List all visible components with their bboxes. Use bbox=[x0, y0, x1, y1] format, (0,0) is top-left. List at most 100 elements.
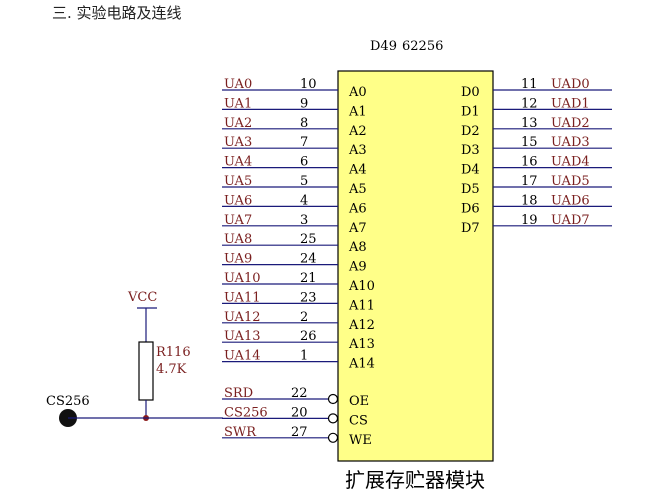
data-pin-number: 19 bbox=[521, 213, 538, 228]
active-low-bubble bbox=[327, 413, 339, 424]
address-pin-row: UA4 6A4 bbox=[222, 155, 367, 178]
address-pin-name: A9 bbox=[348, 260, 367, 275]
data-net-label: UAD1 bbox=[551, 96, 590, 111]
chip-caption: 扩展存贮器模块 bbox=[345, 468, 485, 492]
pullup-resistor-group: VCC R116 4.7K CS256 bbox=[46, 290, 223, 427]
active-low-bubble bbox=[327, 393, 339, 405]
address-net-label: UA12 bbox=[224, 310, 261, 325]
data-net-label: UAD6 bbox=[551, 193, 590, 208]
control-pin-number: 27 bbox=[291, 425, 308, 440]
address-net-label: UA4 bbox=[224, 155, 252, 170]
data-pin-name: D6 bbox=[461, 201, 480, 216]
address-pin-number: 1 bbox=[300, 349, 308, 364]
resistor-value: 4.7K bbox=[156, 362, 187, 377]
address-pin-number: 3 bbox=[300, 213, 308, 228]
data-pin-row: D2 13 UAD2 bbox=[461, 116, 612, 139]
address-pin-name: A4 bbox=[348, 163, 367, 178]
address-pin-name: A6 bbox=[348, 201, 367, 216]
control-pin-name: OE bbox=[349, 394, 369, 409]
address-pin-name: A12 bbox=[348, 318, 375, 333]
data-pin-name: D2 bbox=[461, 124, 480, 139]
data-pin-name: D0 bbox=[461, 85, 480, 100]
address-net-label: UA11 bbox=[224, 290, 261, 305]
data-net-label: UAD4 bbox=[551, 155, 590, 170]
address-pin-name: A0 bbox=[348, 85, 367, 100]
address-pin-name: A13 bbox=[348, 337, 375, 352]
data-pin-name: D4 bbox=[461, 163, 480, 178]
address-pin-name: A11 bbox=[348, 298, 375, 313]
address-pin-number: 24 bbox=[300, 252, 317, 267]
address-pin-number: 21 bbox=[300, 271, 317, 286]
control-pin-name: WE bbox=[349, 433, 372, 448]
address-pin-name: A8 bbox=[348, 240, 367, 255]
data-net-label: UAD2 bbox=[551, 116, 590, 131]
chip-part-number: 62256 bbox=[402, 39, 443, 54]
address-net-label: UA2 bbox=[224, 116, 252, 131]
data-pin-number: 17 bbox=[521, 174, 538, 189]
address-net-label: UA1 bbox=[224, 96, 252, 111]
resistor-body bbox=[138, 341, 154, 401]
address-pin-name: A7 bbox=[348, 221, 367, 236]
address-pin-name: A3 bbox=[348, 143, 367, 158]
address-pin-name: A5 bbox=[348, 182, 367, 197]
address-pin-number: 5 bbox=[300, 174, 308, 189]
address-pin-number: 10 bbox=[300, 77, 317, 92]
address-pin-row: UA6 4A6 bbox=[222, 193, 367, 216]
address-net-label: UA10 bbox=[224, 271, 261, 286]
data-pin-name: D7 bbox=[461, 221, 480, 236]
address-net-label: UA14 bbox=[224, 349, 261, 364]
data-pin-row: D6 18 UAD6 bbox=[461, 193, 612, 216]
control-net-label: SRD bbox=[224, 386, 253, 401]
vcc-label: VCC bbox=[127, 290, 157, 305]
control-pin-number: 20 bbox=[291, 405, 308, 420]
address-net-label: UA8 bbox=[224, 232, 252, 247]
data-net-label: UAD7 bbox=[551, 213, 590, 228]
address-pin-name: A10 bbox=[348, 279, 375, 294]
chip-body bbox=[337, 70, 494, 462]
data-pin-number: 13 bbox=[521, 116, 538, 131]
address-net-label: UA13 bbox=[224, 329, 261, 344]
address-net-label: UA6 bbox=[224, 193, 252, 208]
address-pin-number: 23 bbox=[300, 290, 317, 305]
address-pin-number: 6 bbox=[300, 155, 308, 170]
data-pin-number: 15 bbox=[521, 135, 538, 150]
section-heading: 三. 实验电路及连线 bbox=[52, 4, 182, 22]
data-pin-number: 18 bbox=[521, 193, 538, 208]
data-pin-row: D4 16 UAD4 bbox=[461, 155, 612, 178]
address-pin-number: 7 bbox=[300, 135, 308, 150]
address-pin-name: A14 bbox=[348, 357, 375, 372]
address-pin-name: A2 bbox=[348, 124, 367, 139]
address-pin-number: 26 bbox=[300, 329, 317, 344]
resistor-designator: R116 bbox=[156, 345, 191, 360]
data-pin-number: 12 bbox=[521, 96, 538, 111]
address-pin-number: 4 bbox=[300, 193, 308, 208]
chip-designator: D49 bbox=[370, 39, 397, 54]
address-pin-name: A1 bbox=[348, 104, 367, 119]
address-net-label: UA0 bbox=[224, 77, 252, 92]
cs256-input-label: CS256 bbox=[46, 394, 90, 409]
control-net-label: SWR bbox=[224, 425, 257, 440]
data-pin-number: 16 bbox=[521, 155, 538, 170]
data-net-label: UAD0 bbox=[551, 77, 590, 92]
address-pin-number: 25 bbox=[300, 232, 317, 247]
